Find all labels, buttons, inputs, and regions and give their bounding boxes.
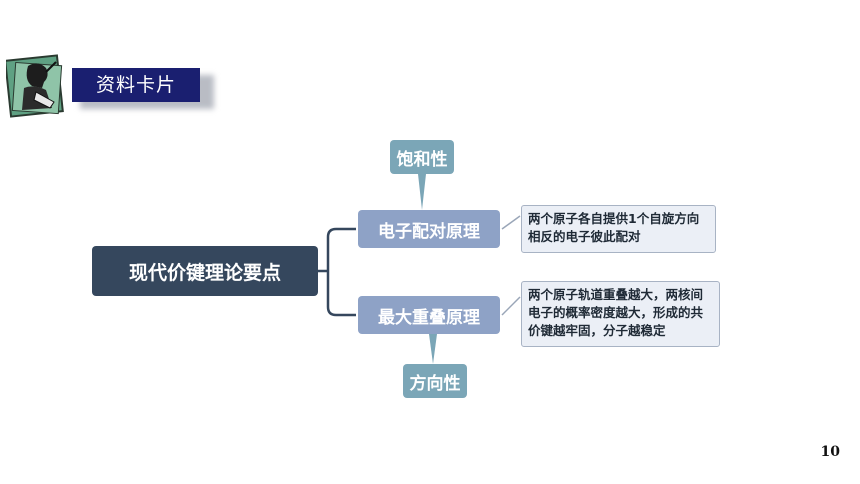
reader-thinking-icon [6,54,64,118]
note-electron-pairing: 两个原子各自提供1个自旋方向相反的电子彼此配对 [521,205,716,253]
property-saturation: 饱和性 [390,140,454,174]
property-directionality: 方向性 [403,364,467,398]
main-topic-box: 现代价键理论要点 [92,246,318,296]
page-number: 10 [820,444,840,460]
principle-electron-pairing: 电子配对原理 [358,210,500,248]
principle-max-overlap: 最大重叠原理 [358,296,500,334]
note-max-overlap: 两个原子轨道重叠越大，两核间电子的概率密度越大，形成的共价键越牢固，分子越稳定 [521,281,720,347]
page-title: 资料卡片 [72,68,200,102]
